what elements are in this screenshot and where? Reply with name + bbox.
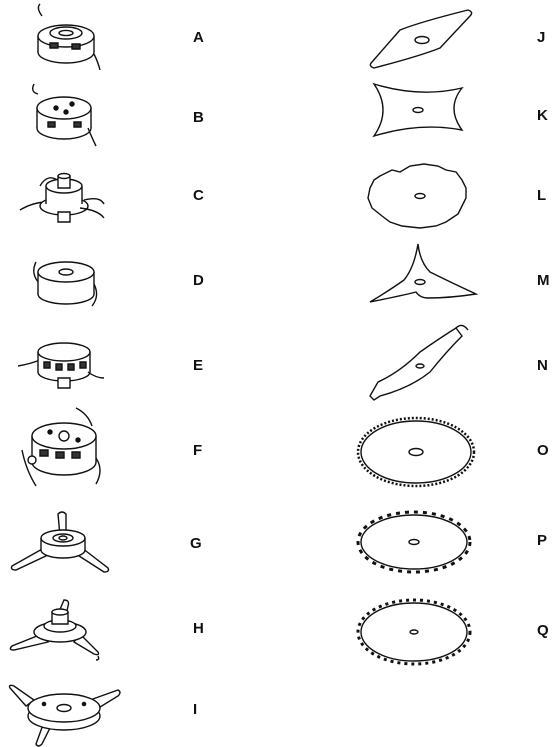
part-label: M [537, 273, 550, 288]
part-label: E [193, 358, 203, 373]
part-label: F [193, 443, 202, 458]
part-label: K [537, 108, 548, 123]
part-label: O [537, 443, 549, 458]
part-label: B [193, 110, 204, 125]
part-label: Q [537, 623, 549, 638]
part-label: G [190, 536, 202, 551]
part-label: C [193, 188, 204, 203]
part-label: I [193, 702, 197, 717]
part-label: L [537, 188, 546, 203]
part-label: H [193, 621, 204, 636]
part-label: A [193, 30, 204, 45]
part-label: J [537, 30, 545, 45]
part-label: P [537, 533, 547, 548]
part-label: D [193, 273, 204, 288]
part-label: N [537, 358, 548, 373]
scratcher-saw-blade-icon [0, 0, 1, 1]
